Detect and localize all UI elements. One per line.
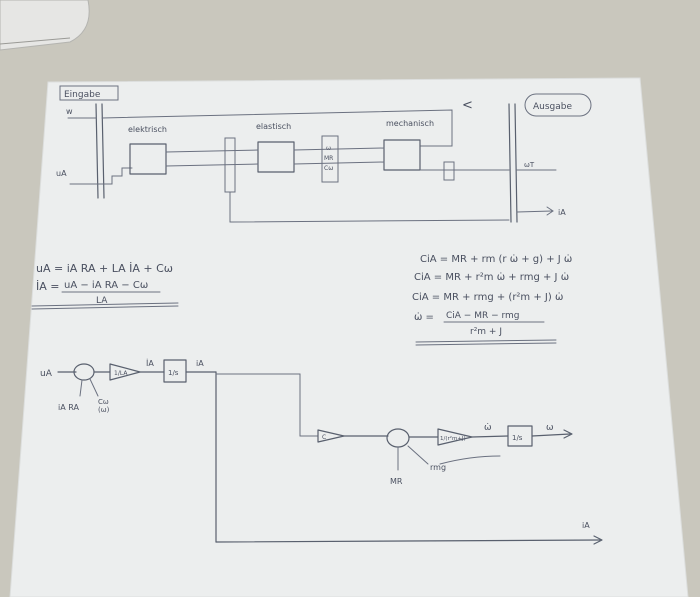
bd-idot-label: İA [146,358,154,368]
eq-left-line2-lhs: İA = [36,280,59,293]
bd-omega-out [531,433,571,437]
bd-gain-2 [437,428,473,446]
paper-sheet [10,78,688,597]
ia-return-line [229,219,510,223]
bd-iara-arrow [79,379,83,397]
eq-right-underline-2 [415,342,557,346]
eq-right-line4-num: CiA − MR − rmg [446,311,520,321]
eq-right-underline-1 [415,339,557,343]
mr-port-label: MR [324,155,333,162]
equations-left: uA = iA RA + LA İA + Cω İA = uA − iA RA … [31,262,179,310]
block-elektrisch [129,143,167,175]
eingabe-box [59,85,119,101]
bd-rmg-label: rmg [430,463,446,472]
ia-out-label: iA [558,208,566,217]
ia-out-line [516,210,553,213]
bd-ua-label: uA [40,369,53,379]
block-diagram: uA iA RA Cω (ω) 1/LA İA 1/s iA iA C MR r… [40,358,603,545]
left-bar-a [95,103,99,199]
elastisch-label: elastisch [256,122,291,131]
bd-int-1 [163,359,187,383]
bd-int-1-label: 1/s [168,369,179,377]
w-input-label: w [66,107,73,116]
bd-ia-label: iA [196,359,204,368]
laptop-edge [0,37,71,45]
paper-edge [9,77,689,597]
equations-right: CiA = MR + rm (r ω̇ + g) + J ω̇ CiA = MR… [412,253,572,346]
bd-gain-c-label: C [322,434,326,441]
eq-left-underline-2 [31,305,179,310]
left-bar-b [101,103,105,199]
eq-left-line1: uA = iA RA + LA İA + Cω [36,262,173,275]
right-bar-a [508,103,512,223]
eq-left-underline-1 [31,302,179,307]
bd-iara-label: iA RA [58,403,79,412]
bd-gain-2-label: 1/(r²m+J) [440,435,466,442]
bd-ia-out-label: iA [582,521,590,530]
bd-omega-paren: (ω) [98,406,110,414]
top-sketch: Eingabe Ausgabe < w elektrisch elastisch… [56,85,592,223]
link-1a [165,149,259,153]
bd-comega-label: Cω [98,398,109,406]
bd-gain-1-label: 1/LA [114,370,128,377]
eq-right-line4-den: r²m + J [470,327,502,337]
bd-ia-bottom [215,539,601,543]
laptop-corner [0,0,90,51]
bd-omega-label: ω [546,423,554,433]
mechanisch-label: mechanisch [386,119,434,128]
chevron-mark: < [462,98,473,113]
bd-gain-1 [109,363,141,381]
eq-right-line3: CiA = MR + rmg + (r²m + J) ω̇ [412,291,563,303]
omega-out-label: ωT [524,161,535,169]
ua-staircase [69,167,133,185]
bd-rmg-arrow [407,445,429,465]
bd-ia-bottom-arrow [593,535,603,545]
link-1b [165,163,259,167]
right-bar-b [514,103,518,223]
ia-out-arrow [546,206,554,216]
ausgabe-label: Ausgabe [533,102,572,112]
eq-left-line2-num: uA − iA RA − Cω [64,280,148,291]
bd-int-2-label: 1/s [512,434,523,442]
bd-mr-label: MR [390,477,403,486]
port-bar-2 [321,135,339,183]
eq-right-line2: CiA = MR + r²m ω̇ + rmg + J ω̇ [414,271,569,283]
omega-port-label: ω [326,145,331,152]
eq-right-line1: CiA = MR + rm (r ω̇ + g) + J ω̇ [420,253,572,265]
bd-link-6 [471,435,509,438]
ua-label: uA [56,169,67,178]
ausgabe-bubble [524,93,592,117]
port-bar-3 [443,161,455,181]
block-elastisch [257,141,295,173]
bd-omegadot-label: ω̇ [484,423,492,433]
bd-gain-c [317,429,345,443]
feedback-frame [101,109,453,147]
bd-rmg-tail [439,455,501,465]
link-2a [293,147,385,151]
elektrisch-label: elektrisch [128,125,167,134]
link-2b [293,161,385,165]
mr-port-sub: Cω [324,165,333,172]
eq-left-line2-den: LA [96,296,108,306]
block-mechanisch [383,139,421,171]
eq-right-line4-lhs: ω̇ = [414,311,434,323]
bd-comega-arrow [89,378,99,397]
eingabe-label: Eingabe [64,90,101,100]
bd-omega-out-arrow [563,429,573,439]
